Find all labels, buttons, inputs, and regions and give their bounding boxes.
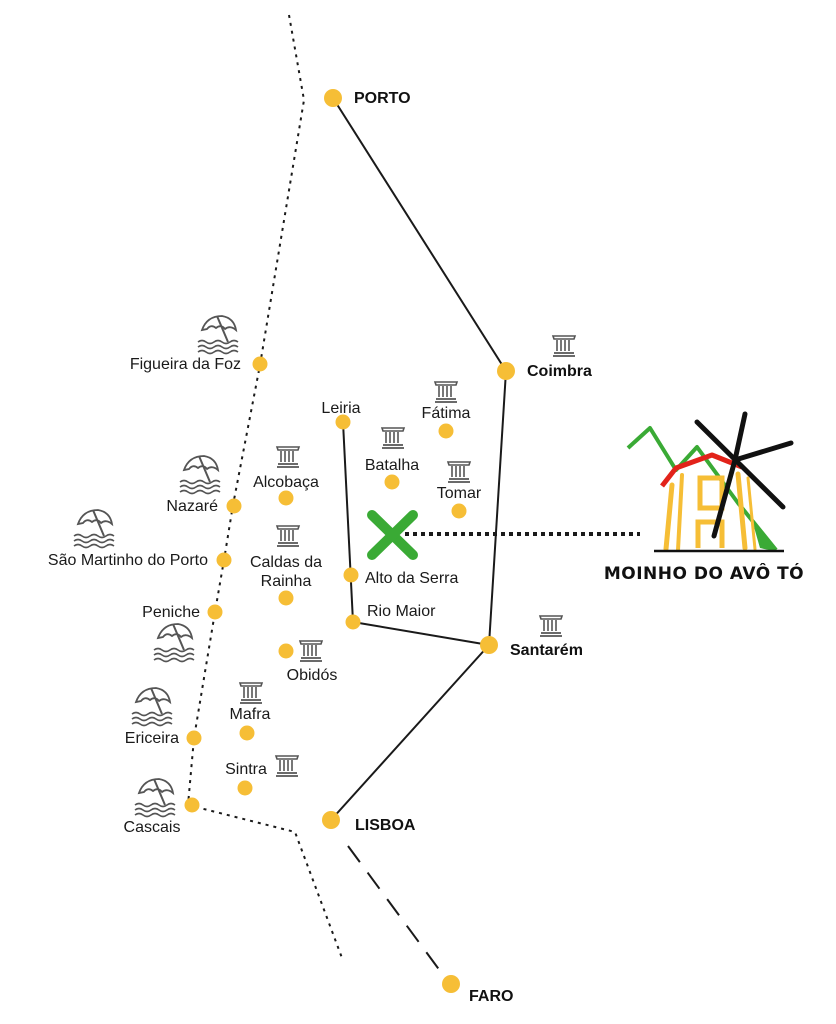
monument-column-icon [299,640,323,662]
beach-umbrella-icon [131,687,173,727]
city-dot-batalha [384,474,400,490]
city-dot-figueira [252,356,268,372]
city-dot-tomar [451,503,467,519]
label-rio-maior: Rio Maior [367,603,436,620]
label-sintra: Sintra [225,761,267,778]
beach-umbrella-icon [73,509,115,549]
monument-column-icon [434,381,458,403]
label-batalha: Batalha [365,457,419,474]
city-dot-obidos [278,643,294,659]
city-dot-nazare [226,498,242,514]
x-location-marker-icon [367,510,418,560]
place-labels: PORTO Coimbra Figueira da Foz Leiria Fát… [48,90,592,1005]
coastline-dotted [187,14,343,959]
beach-umbrella-icon [153,623,195,663]
label-sao-martinho: São Martinho do Porto [48,552,208,569]
monument-column-icon [552,335,576,357]
label-lisboa: LISBOA [355,817,416,834]
city-dot-cascais [184,797,200,813]
label-fatima: Fátima [422,405,471,422]
city-dot-fatima [438,423,454,439]
label-faro: FARO [469,988,513,1005]
label-coimbra: Coimbra [527,363,592,380]
label-figueira: Figueira da Foz [130,356,241,373]
city-dots [184,89,515,993]
label-ericeira: Ericeira [125,730,179,747]
moinho-logo: MOINHO DO AVÔ TÓ [604,411,804,584]
city-dot-caldas [278,590,294,606]
windmill-drawing [626,411,794,553]
label-nazare: Nazaré [166,498,218,515]
label-caldas-line1: Caldas da [250,554,322,571]
beach-umbrella-icon [197,315,239,355]
city-dot-peniche [207,604,223,620]
monument-column-icon [539,615,563,637]
city-dot-rio-maior [345,614,361,630]
beach-umbrella-icon [134,778,176,818]
city-dot-alcobaca [278,490,294,506]
city-dot-santarem [480,636,498,654]
label-caldas-line2: Rainha [261,573,312,590]
beach-umbrella-icon [179,455,221,495]
city-dot-sao-martinho [216,552,232,568]
label-santarem: Santarém [510,642,583,659]
label-obidos: Obidós [287,667,338,684]
label-peniche: Peniche [142,604,200,621]
city-dot-sintra [237,780,253,796]
monument-column-icon [239,682,263,704]
road-network [330,97,640,984]
label-leiria: Leiria [321,400,360,417]
label-tomar: Tomar [437,485,482,502]
logo-text: MOINHO DO AVÔ TÓ [604,562,804,584]
label-porto: PORTO [354,90,411,107]
city-dot-mafra [239,725,255,741]
city-dot-faro [442,975,460,993]
city-dot-coimbra [497,362,515,380]
label-alcobaca: Alcobaça [253,474,319,491]
monument-column-icon [447,461,471,483]
city-dot-ericeira [186,730,202,746]
monument-column-icon [276,446,300,468]
city-dot-alto-serra [343,567,359,583]
monument-column-icon [276,525,300,547]
city-dot-leiria [335,414,351,430]
label-cascais: Cascais [124,819,181,836]
city-dot-lisboa [322,811,340,829]
label-alto-serra: Alto da Serra [365,570,458,587]
monument-column-icon [381,427,405,449]
label-mafra: Mafra [230,706,271,723]
monument-column-icon [275,755,299,777]
city-dot-porto [324,89,342,107]
